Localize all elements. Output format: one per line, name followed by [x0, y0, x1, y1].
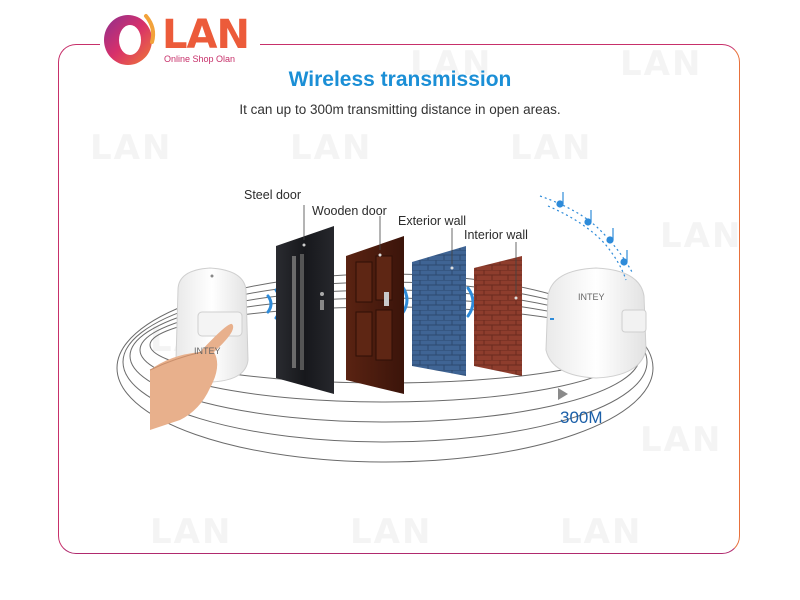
distance-label: 300M — [560, 408, 603, 427]
page-subtitle: It can up to 300m transmitting distance … — [239, 102, 561, 117]
steel-door — [276, 226, 334, 394]
label-wooden-door: Wooden door — [312, 204, 387, 218]
exterior-wall — [412, 246, 466, 376]
logo-ring-icon — [104, 14, 156, 65]
logo-text: LAN — [162, 12, 250, 58]
page-title: Wireless transmission — [288, 68, 512, 91]
watermark: LAN — [660, 216, 743, 256]
device-brand-label: INTEY — [194, 346, 221, 356]
watermark: LAN — [150, 512, 233, 552]
pressing-hand — [149, 323, 234, 430]
watermark: LAN — [90, 128, 173, 168]
wooden-door — [346, 236, 404, 394]
content-frame — [58, 44, 740, 554]
watermark: LAN — [290, 128, 373, 168]
watermark: LAN — [410, 44, 493, 84]
device-brand-label: INTEY — [578, 292, 605, 302]
brand-logo[interactable]: LAN Online Shop Olan — [100, 10, 260, 68]
doorbell-receiver-device — [545, 267, 647, 379]
watermark: LAN — [510, 128, 593, 168]
watermark: LAN — [620, 44, 703, 84]
interior-wall — [474, 256, 522, 376]
watermark: LAN — [350, 512, 433, 552]
label-exterior-wall: Exterior wall — [398, 214, 467, 228]
watermark: LAN — [560, 512, 643, 552]
distance-arrow-icon — [558, 388, 568, 400]
watermark: LAN — [640, 420, 723, 460]
logo-tagline: Online Shop Olan — [164, 54, 236, 64]
music-notes-icon — [539, 192, 633, 281]
label-steel-door: Steel door — [244, 188, 301, 202]
label-interior-wall: Interior wall — [464, 228, 528, 242]
